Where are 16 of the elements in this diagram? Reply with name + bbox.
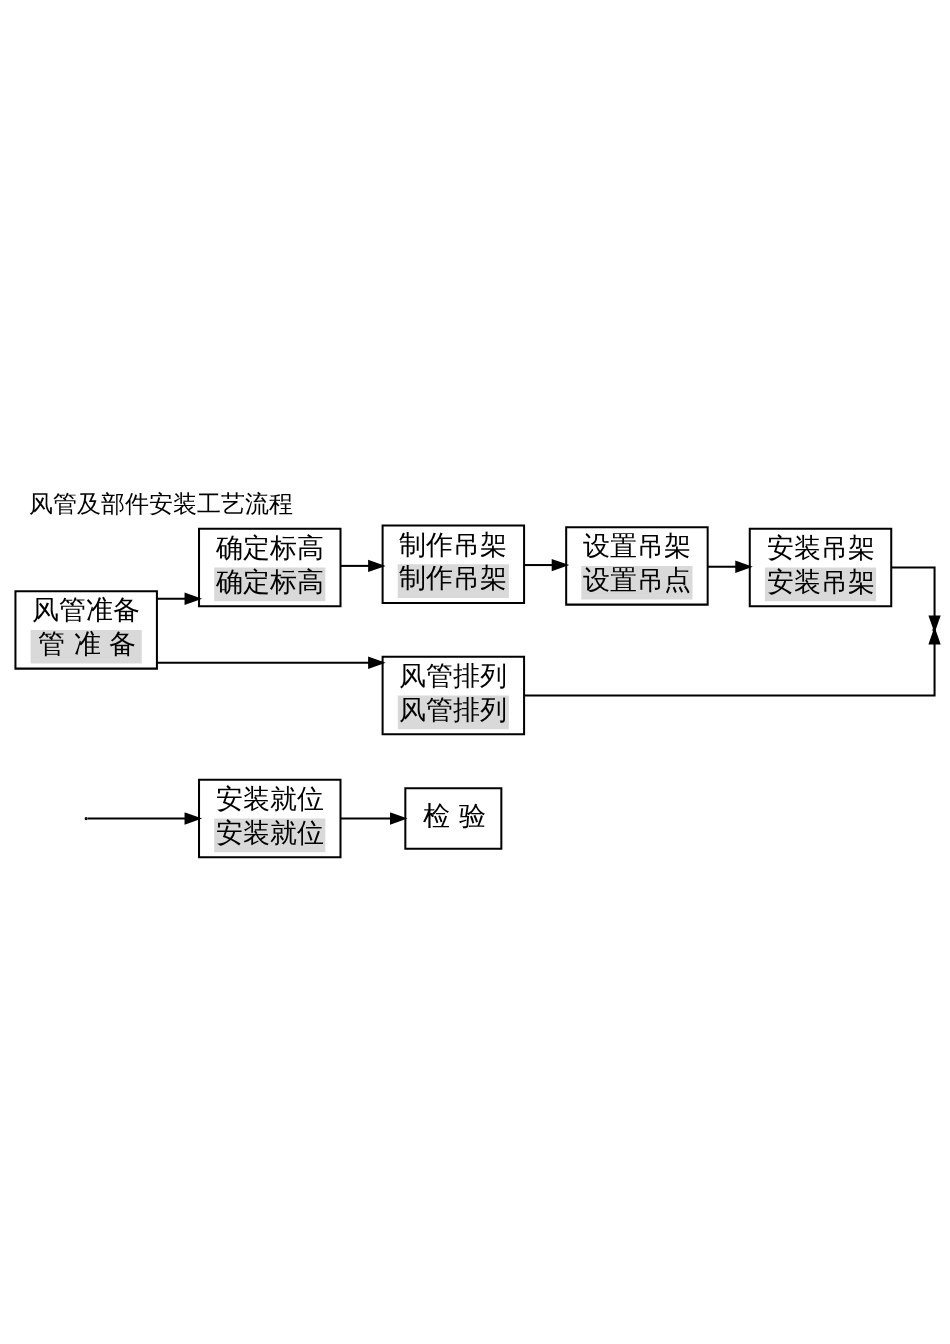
arrow	[524, 558, 570, 572]
node-box: 安装就位 安装就位	[198, 778, 342, 859]
node-box: 安装吊架 安装吊架	[748, 527, 893, 608]
node-box: 设置吊架 设置吊点	[565, 526, 709, 606]
arrow	[87, 812, 203, 825]
diagram-title: 风管及部件安装工艺流程	[29, 490, 294, 519]
arrow	[156, 656, 386, 669]
node-box: 制作吊架 制作吊架	[381, 524, 526, 604]
arrow	[340, 559, 386, 573]
node-box: 风管排列 风管排列	[381, 655, 526, 736]
node-box: 确定标高 确定标高	[198, 527, 342, 608]
arrow	[156, 592, 203, 605]
arrow	[707, 560, 753, 573]
node-box: 检 验	[404, 787, 503, 850]
arrow	[340, 812, 408, 825]
node-box: 风管准备 管 准 备	[14, 590, 158, 670]
